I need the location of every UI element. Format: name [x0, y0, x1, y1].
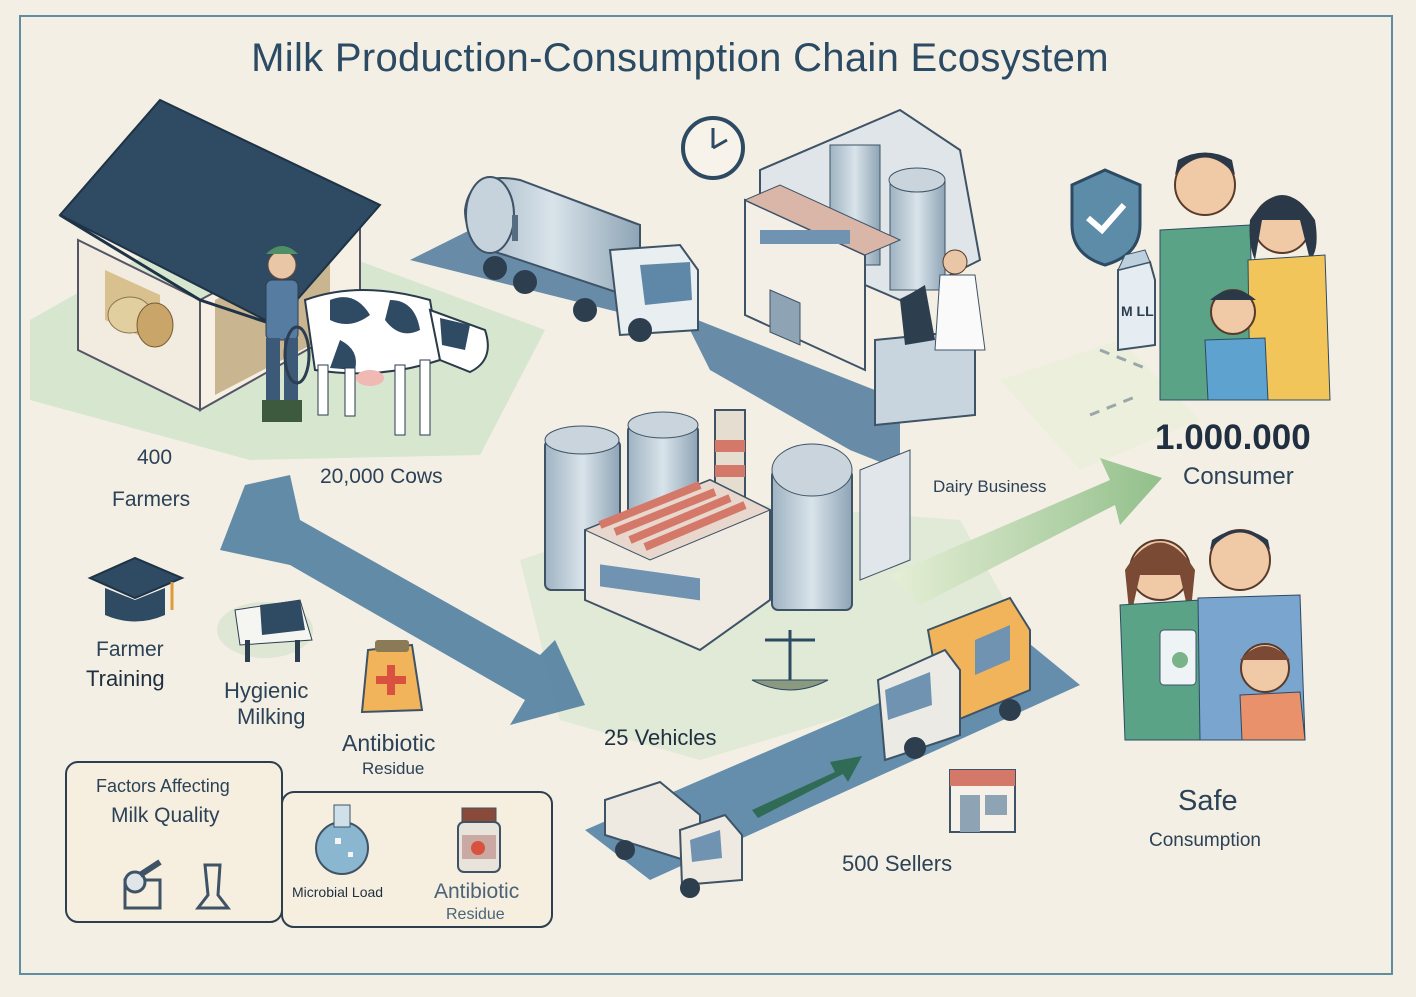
- antibiotic-residue-line2: Residue: [362, 759, 425, 778]
- green-arrow-dairy: [890, 458, 1162, 605]
- consumer-field: [1000, 340, 1200, 470]
- cows-label: 20,000 Cows: [320, 465, 443, 488]
- graduation-cap-icon: [87, 556, 185, 622]
- consumer-count: 1.000.000: [1155, 418, 1311, 457]
- small-trucks: [604, 780, 743, 898]
- test-tube-icon: [194, 863, 232, 910]
- consumer-label: Consumer: [1183, 463, 1294, 490]
- milk-carton-text: M LL: [1121, 303, 1154, 319]
- frame-border: [19, 15, 1393, 975]
- processing-factory: [544, 409, 911, 652]
- shield-check-icon: [1070, 168, 1142, 267]
- green-arrow-sellers: [752, 756, 862, 818]
- factors-title-line2: Milk Quality: [111, 804, 220, 827]
- store-icon: [949, 769, 1016, 833]
- cow-figure: [303, 289, 489, 436]
- microscope-icon: [123, 859, 162, 910]
- delivery-truck: [876, 596, 1031, 762]
- tanker-truck: [463, 176, 699, 342]
- medicine-bottle-icon: [457, 807, 501, 873]
- antibiotic-residue-line1: Antibiotic: [342, 730, 436, 756]
- flow-farm-to-vehicles: [220, 475, 585, 725]
- hygienic-milking-line2: Milking: [237, 704, 306, 729]
- dairy-plant: [743, 108, 986, 427]
- dairy-business-label: Dairy Business: [933, 477, 1047, 496]
- scale-icon: [751, 630, 829, 691]
- safe-subtitle: Consumption: [1149, 830, 1261, 851]
- farmer-figure: [262, 246, 311, 422]
- family-bottom: [1119, 529, 1306, 741]
- sellers-label: 500 Sellers: [842, 851, 953, 876]
- medicine-bag-icon: [360, 640, 424, 714]
- vehicles-label: 25 Vehicles: [604, 725, 717, 750]
- factors-title-line1: Factors Affecting: [96, 776, 230, 796]
- milk-carton-icon: [1117, 249, 1156, 352]
- factor-antibiotic-line1: Antibiotic: [434, 880, 520, 903]
- microbial-load-label: Microbial Load: [292, 884, 384, 900]
- page-title: Milk Production-Consumption Chain Ecosys…: [251, 36, 1109, 80]
- farmers-count: 400: [137, 446, 173, 469]
- factor-antibiotic-line2: Residue: [446, 906, 505, 923]
- dashed-link-1: [1099, 348, 1151, 372]
- cows-icon: [217, 599, 313, 662]
- safe-title: Safe: [1178, 785, 1238, 817]
- clock-icon: [681, 116, 745, 180]
- dashed-link-2: [1089, 393, 1141, 417]
- hygienic-milking-line1: Hygienic: [224, 678, 309, 703]
- family-top: [1159, 152, 1331, 401]
- farmer-training-line1: Farmer: [96, 638, 164, 661]
- farmer-training-line2: Training: [86, 666, 165, 691]
- farmers-label: Farmers: [112, 488, 191, 511]
- flask-icon: [315, 804, 369, 875]
